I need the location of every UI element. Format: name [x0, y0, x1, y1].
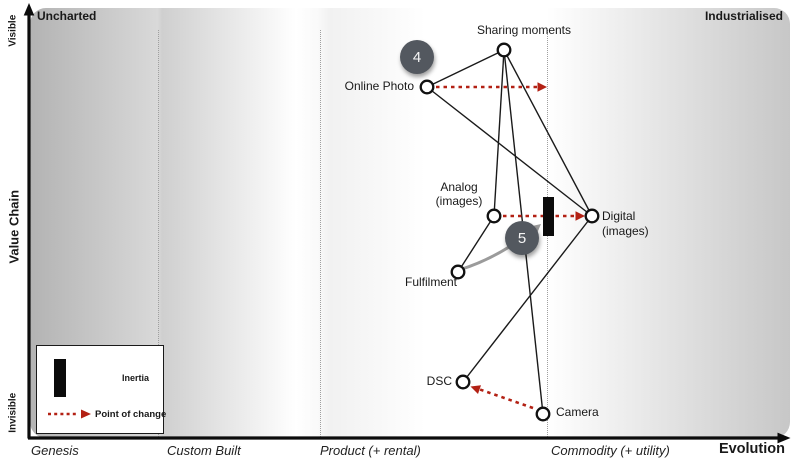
stage-label-custom-built: Custom Built — [167, 443, 241, 458]
edge-lines — [426, 49, 593, 415]
point-of-change-arrows — [436, 85, 575, 410]
stage-divider-genesis-custom — [158, 30, 159, 437]
legend-inertia-label: Inertia — [122, 373, 150, 383]
x-axis-title: Evolution — [718, 441, 785, 457]
edge-sharing-digital — [503, 49, 593, 217]
axes — [27, 13, 779, 440]
inertia-bar — [543, 197, 554, 236]
y-axis-bottom-label: Invisible — [7, 392, 19, 433]
node-dsc — [455, 374, 471, 390]
corner-label-industrialised: Industrialised — [704, 9, 783, 23]
legend-change-arrowhead — [81, 409, 91, 419]
node-label-camera: Camera — [556, 405, 599, 419]
annotation-badge-4: 4 — [400, 40, 434, 74]
node-label-digital-line2: (images) — [602, 224, 649, 238]
legend-inertia-bar-icon — [54, 359, 66, 397]
node-online-photo — [419, 79, 435, 95]
y-axis-title: Value Chain — [6, 189, 22, 264]
node-label-online-photo: Online Photo — [344, 79, 414, 93]
node-label-digital: Digital (images) — [602, 209, 649, 239]
node-label-analog-line1: Analog — [440, 180, 478, 194]
node-analog-images — [486, 208, 502, 224]
change-arrowhead-right-2 — [575, 211, 585, 221]
node-label-fulfilment: Fulfilment — [405, 275, 458, 289]
node-label-dsc: DSC — [426, 374, 452, 388]
node-label-digital-line1: Digital — [602, 209, 636, 223]
x-axis-arrowhead — [777, 432, 791, 444]
stage-label-commodity: Commodity (+ utility) — [551, 443, 670, 458]
edge-sharing-analog — [493, 49, 505, 217]
edge-digital-dsc — [462, 215, 593, 383]
stage-label-genesis: Genesis — [31, 443, 79, 458]
y-axis-arrowhead — [23, 3, 35, 16]
corner-label-uncharted: Uncharted — [37, 9, 97, 23]
point-of-change-arrowheads — [470, 82, 585, 394]
change-arrow-camera-dsc — [479, 388, 534, 410]
y-axis-top-label: Visible — [7, 14, 19, 47]
node-label-sharing-moments: Sharing moments — [476, 23, 572, 37]
legend-point-of-change-arrow-icon — [48, 409, 91, 419]
edge-onlinephoto-digital — [426, 86, 593, 217]
legend-point-of-change-label: Point of change — [95, 409, 167, 420]
change-arrowhead-right-1 — [537, 82, 547, 92]
axis-arrowheads — [23, 3, 791, 444]
stage-label-product: Product (+ rental) — [320, 443, 421, 458]
stage-divider-custom-product — [320, 30, 321, 437]
map-nodes — [419, 42, 600, 422]
node-camera — [535, 406, 551, 422]
node-label-analog: Analog (images) — [424, 180, 494, 208]
node-digital-images — [584, 208, 600, 224]
legend-box: Inertia Point of change — [36, 345, 167, 434]
node-label-analog-line2: (images) — [435, 193, 483, 208]
node-sharing-moments — [496, 42, 512, 58]
edge-onlinephoto-sharing — [426, 49, 505, 88]
edge-analog-fulfilment — [457, 215, 495, 273]
change-arrowhead-dsc — [470, 385, 481, 394]
annotation-badge-5: 5 — [505, 221, 539, 255]
node-fulfilment — [450, 264, 466, 280]
